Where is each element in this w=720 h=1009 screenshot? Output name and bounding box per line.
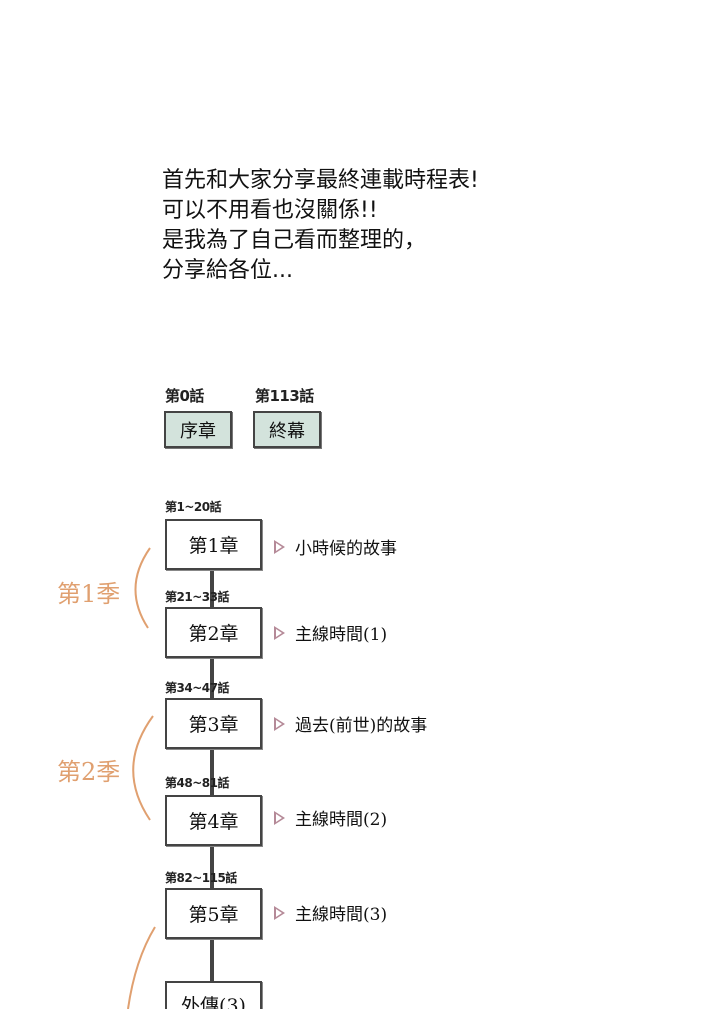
intro-line: 分享給各位... [162, 258, 293, 283]
triangle-arrow-icon [274, 810, 285, 825]
prologue-box: 序章 [164, 411, 232, 448]
chapter-desc: 小時候的故事 [274, 534, 397, 559]
season-3-bracket [127, 926, 156, 1009]
intro-line: 首先和大家分享最終連載時程表! [162, 168, 479, 193]
season-1-label: 第1季 [57, 580, 121, 608]
epilogue-episode-label: 第113話 [255, 387, 314, 405]
chapter-desc-text: 主線時間(3) [295, 905, 388, 925]
chapter-desc: 過去(前世)的故事 [274, 711, 427, 736]
triangle-arrow-icon [274, 625, 285, 640]
chapter-desc: 主線時間(1) [274, 620, 387, 645]
season-2-bracket [132, 715, 154, 821]
chapter-episode-label: 第1~20話 [165, 500, 222, 514]
timeline-line [210, 569, 214, 1009]
intro-line: 是我為了自己看而整理的， [162, 228, 427, 253]
chapter-episode-label: 第34~47話 [165, 681, 229, 695]
chapter-desc: 主線時間(3) [274, 900, 387, 925]
season-2-label: 第2季 [57, 758, 121, 786]
triangle-arrow-icon [274, 716, 285, 731]
chapter-desc-text: 過去(前世)的故事 [295, 716, 428, 736]
chapter-desc-text: 主線時間(1) [295, 625, 388, 645]
triangle-arrow-icon [274, 905, 285, 920]
epilogue-box: 終幕 [253, 411, 321, 448]
chapter-episode-label: 第82~115話 [165, 871, 237, 885]
chapter-desc: 主線時間(2) [274, 805, 387, 830]
chapter-box: 第2章 [165, 607, 262, 658]
chapter-box: 第5章 [165, 888, 262, 939]
chapter-desc-text: 小時候的故事 [295, 539, 397, 559]
intro-line: 可以不用看也沒關係!! [162, 198, 378, 223]
prologue-episode-label: 第0話 [165, 387, 204, 405]
side-story-box: 外傳(3) [165, 981, 262, 1009]
chapter-box: 第3章 [165, 698, 262, 749]
chapter-box: 第1章 [165, 519, 262, 570]
chapter-episode-label: 第21~33話 [165, 590, 229, 604]
triangle-arrow-icon [274, 539, 285, 554]
chapter-episode-label: 第48~81話 [165, 776, 229, 790]
season-1-bracket [134, 547, 151, 629]
chapter-box: 第4章 [165, 795, 262, 846]
intro-text: 首先和大家分享最終連載時程表! 可以不用看也沒關係!! 是我為了自己看而整理的，… [162, 166, 479, 286]
chapter-desc-text: 主線時間(2) [295, 810, 388, 830]
